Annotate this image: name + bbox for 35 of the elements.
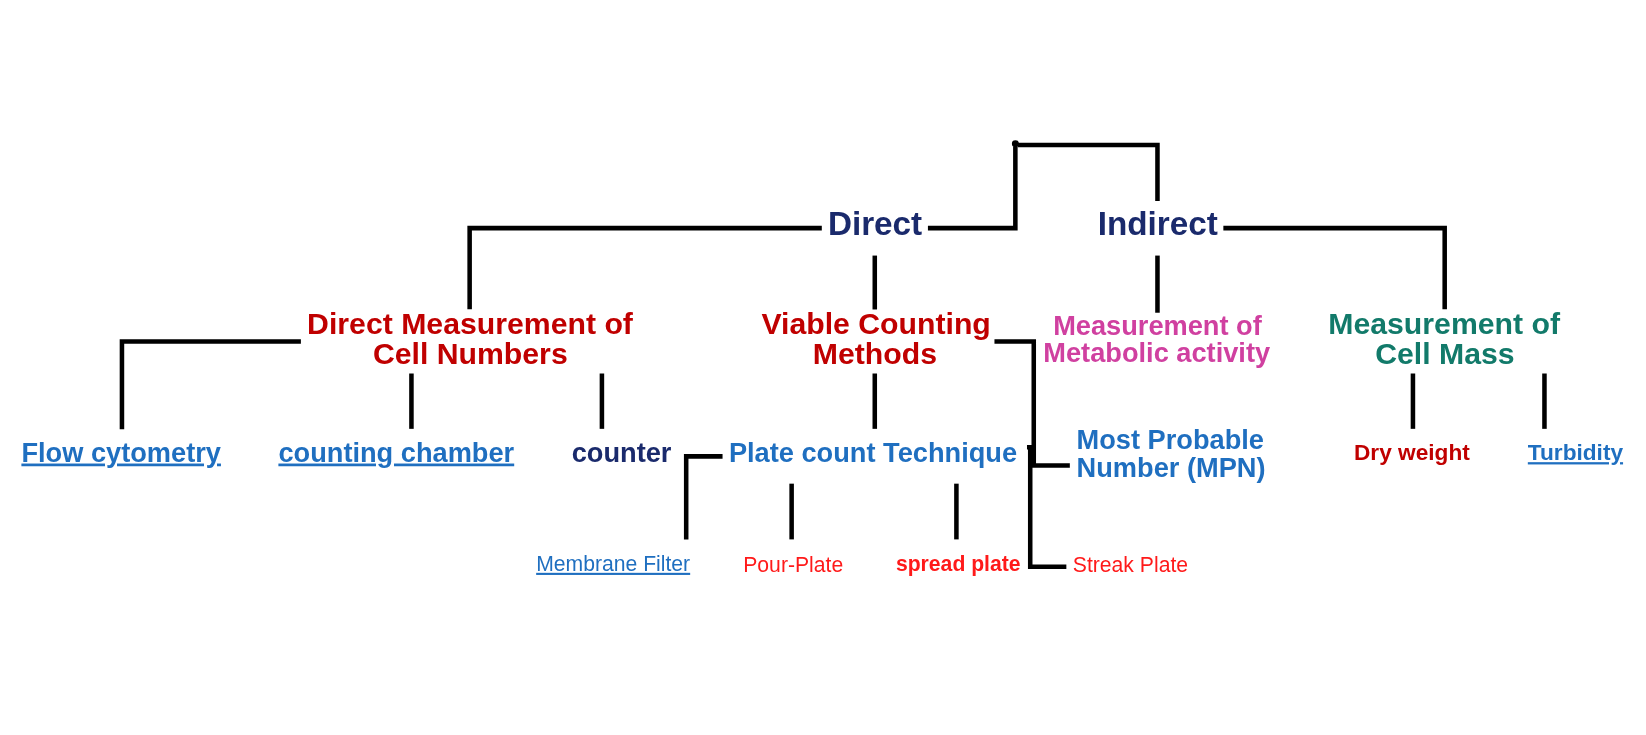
connector xyxy=(994,339,1070,468)
node-text: Pour-Plate xyxy=(743,553,844,577)
node-text: Measurement of Cell Mass xyxy=(1328,306,1561,371)
connector xyxy=(1017,142,1160,201)
node-text: counting chamber xyxy=(278,436,515,468)
connector xyxy=(119,339,301,430)
connector xyxy=(872,373,878,429)
node-text: Viable Counting Methods xyxy=(761,306,991,371)
connector xyxy=(1155,255,1160,313)
node-text: Streak Plate xyxy=(1072,553,1189,577)
connector xyxy=(1542,373,1547,429)
connector xyxy=(954,483,959,540)
connector xyxy=(683,454,723,540)
node-text: counter xyxy=(571,436,672,468)
node-text: Membrane Filter xyxy=(536,551,691,575)
node-text: Most Probable Number (MPN) xyxy=(1076,424,1266,483)
node-text: Turbidity xyxy=(1527,439,1624,466)
connector xyxy=(599,373,605,429)
connector xyxy=(1027,445,1067,569)
connector xyxy=(927,146,1018,231)
node-point xyxy=(1011,140,1019,148)
connector xyxy=(789,483,794,540)
connector xyxy=(409,373,414,429)
node-text: Dry weight xyxy=(1353,439,1470,466)
node-text: Indirect xyxy=(1097,205,1218,243)
node-text: Direct Measurement of Cell Numbers xyxy=(307,306,633,371)
connector xyxy=(467,225,822,310)
node-text: Direct xyxy=(827,205,923,243)
connector xyxy=(872,255,878,310)
node-text: Flow cytometry xyxy=(21,436,221,468)
node-text: Plate count Technique xyxy=(728,436,1018,468)
connector xyxy=(1223,225,1447,310)
connector xyxy=(1410,373,1416,429)
node-text: Measurement of Metabolic activity xyxy=(1043,309,1271,368)
node-text: spread plate xyxy=(895,551,1021,575)
